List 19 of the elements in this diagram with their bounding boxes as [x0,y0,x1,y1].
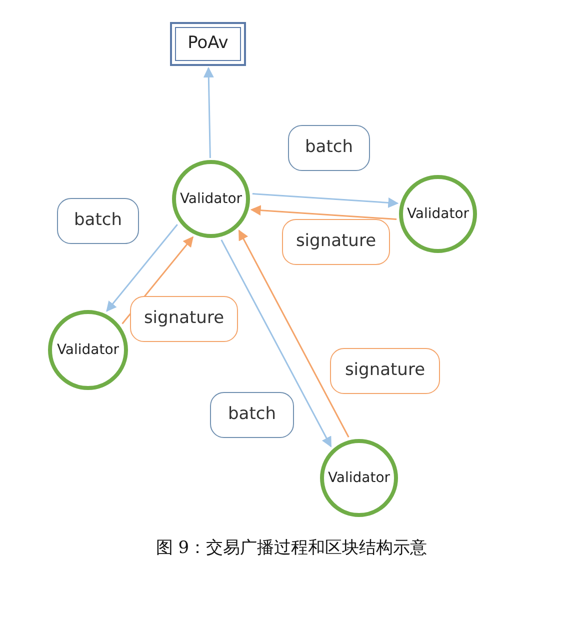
edge-label: signature [130,296,238,342]
arrow [106,224,178,312]
node-label: PoAv [188,32,228,56]
node-label: Validator [180,190,242,208]
edge-label: batch [288,125,370,171]
edge-label: batch [210,392,294,438]
caption: 图 9：交易广播过程和区块结构示意 [156,537,428,560]
edge-label: signature [282,219,390,265]
node-label: Validator [56,340,120,360]
arrow [238,230,350,438]
edge-label: batch [57,198,139,244]
edge-label: signature [330,348,440,394]
arrow [220,240,332,448]
node-label: Validator [328,468,390,488]
arrow [252,192,399,208]
process-box [170,22,246,66]
arrow [250,205,397,220]
node-label: Validator [406,204,470,224]
arrow [203,66,214,158]
